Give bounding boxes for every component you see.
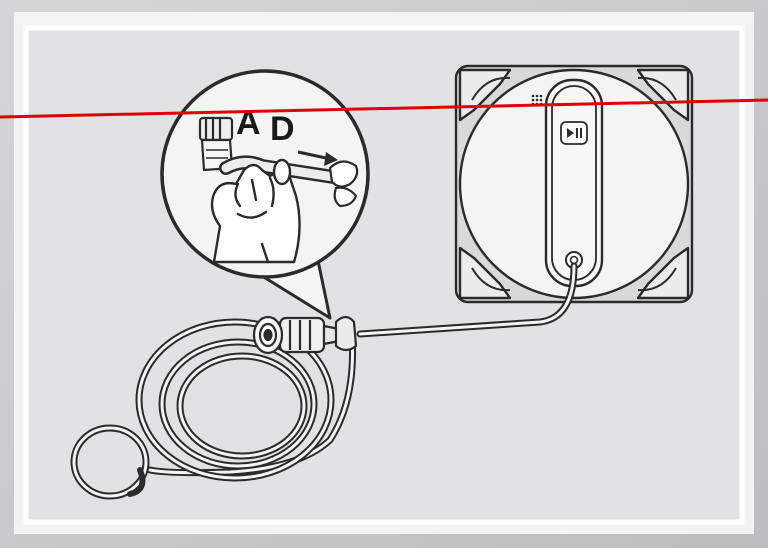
label-a: A: [236, 104, 261, 142]
label-d: D: [270, 110, 295, 148]
hand-icon: [210, 158, 301, 264]
plug-connector-icon: [252, 315, 358, 355]
pull-arrow-icon: [297, 150, 338, 166]
window-cleaning-robot-icon: [454, 64, 694, 304]
red-guide-line: [0, 98, 768, 119]
hand-fingers-icon: [328, 160, 359, 208]
magnified-callout: A D: [160, 69, 370, 320]
play-pause-icon: [560, 121, 588, 145]
coiled-cable-icon: [70, 262, 578, 500]
